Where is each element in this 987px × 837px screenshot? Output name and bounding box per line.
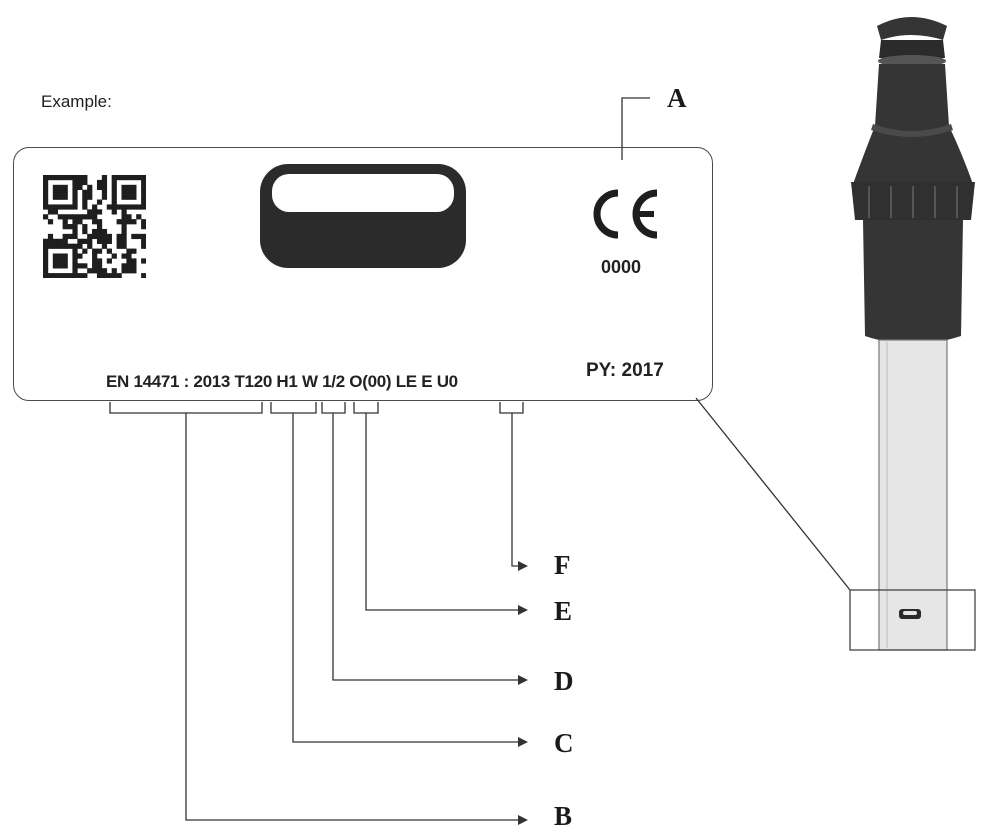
ce-mark-icon <box>593 189 658 239</box>
example-label: Example: <box>41 92 112 111</box>
manufacturer-logo <box>260 164 466 268</box>
product-designation: EN 14471 : 2013 T120 H1 W 1/2 O(00) LE E… <box>106 372 458 391</box>
callout-c: C <box>554 728 574 758</box>
notified-body-number: 0000 <box>601 257 642 277</box>
callout-d: D <box>554 666 574 696</box>
callout-e: E <box>554 596 573 626</box>
callout-f: F <box>554 550 571 580</box>
production-year: PY: 2017 <box>586 360 664 381</box>
callout-b: B <box>554 801 573 831</box>
callout-a: A <box>667 83 687 113</box>
flue-pipe-illustration <box>849 17 976 651</box>
qr-code <box>43 175 146 278</box>
